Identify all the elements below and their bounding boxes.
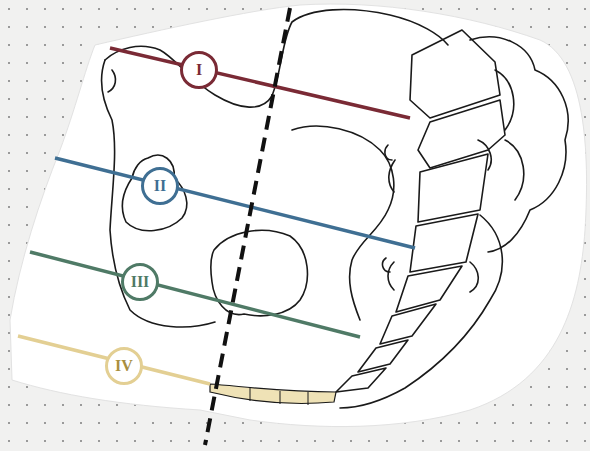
plane-line [110, 48, 410, 118]
plane-circle: II [141, 167, 179, 205]
plane-line [55, 158, 415, 248]
sacrospinous-ligament [340, 215, 502, 408]
plane-circle: I [180, 51, 218, 89]
plane-line [30, 252, 360, 337]
sciatic-notch [292, 126, 394, 320]
foramen-mark [383, 145, 392, 272]
coccyx-segment [336, 368, 386, 392]
sacral-segment [358, 340, 408, 372]
plane-circle: IV [105, 347, 143, 385]
plane-number: I [196, 62, 202, 78]
sacral-segment [410, 214, 478, 272]
pelvic-axis [205, 8, 290, 445]
coccyx-tip [210, 384, 336, 404]
sticker-ground [10, 4, 587, 427]
plane-number: II [154, 178, 166, 194]
sacral-foramina [388, 160, 395, 290]
ala-detail [495, 70, 524, 200]
sacral-segment [380, 304, 436, 344]
plane-number: III [131, 274, 150, 290]
plane-number: IV [115, 358, 133, 374]
spine-mark [108, 70, 115, 92]
vertebra-detail [470, 140, 491, 292]
plane-circle: III [121, 263, 159, 301]
plane-line [18, 336, 210, 384]
acetabulum [122, 155, 187, 230]
sacral-segment [418, 154, 488, 222]
coccyx-joints [250, 388, 308, 405]
